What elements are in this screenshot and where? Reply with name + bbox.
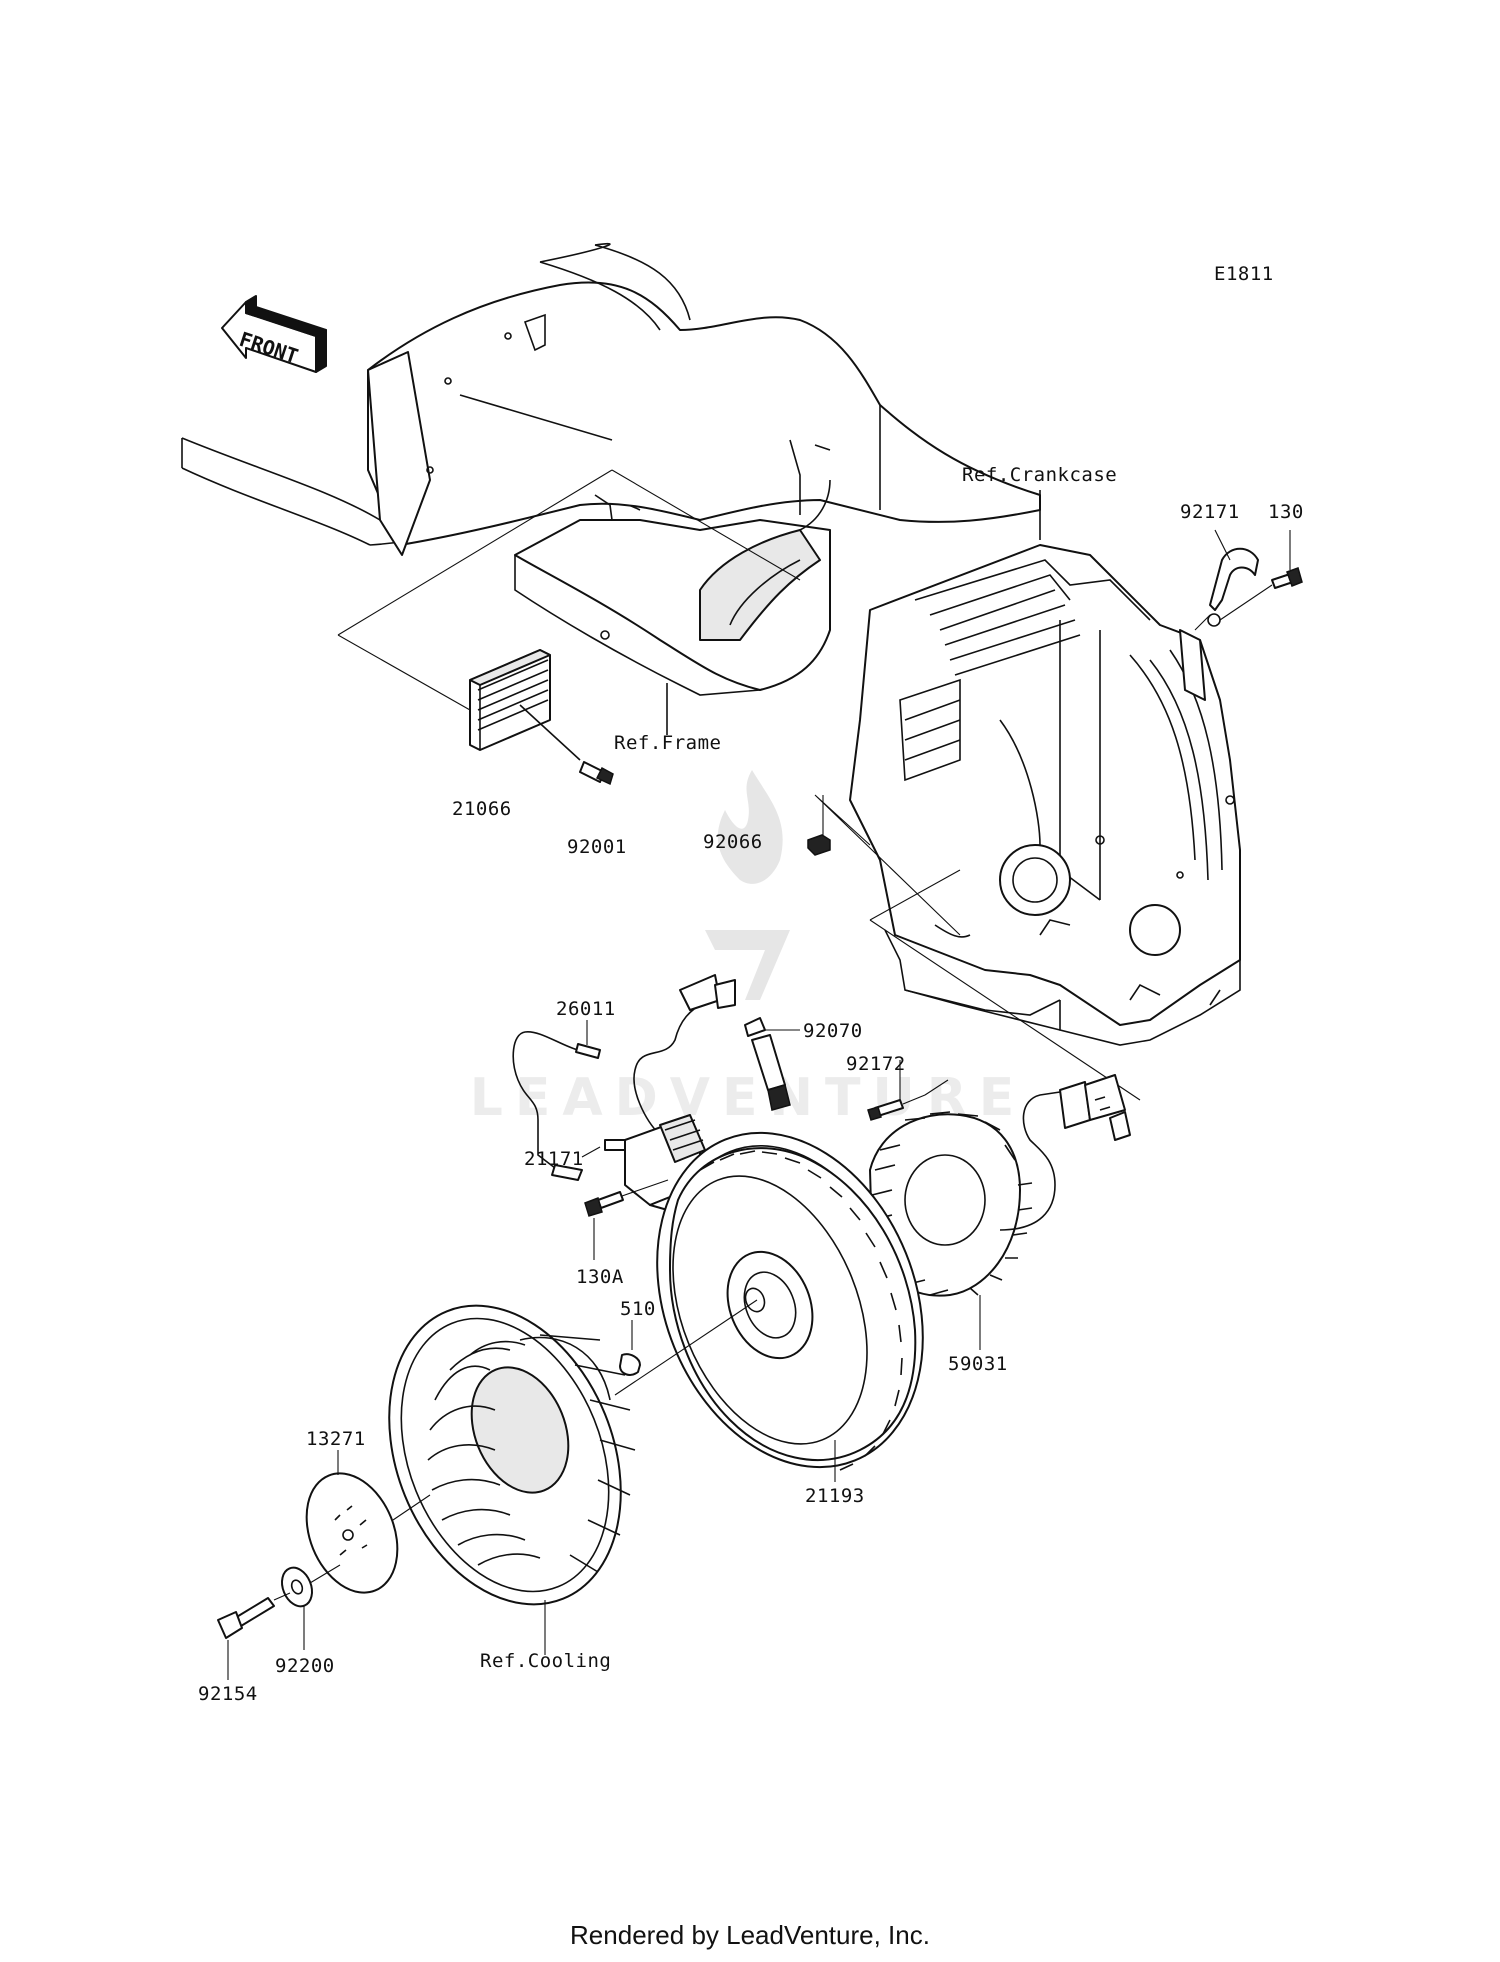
plug-92066 bbox=[807, 834, 831, 856]
label-ref-cooling: Ref.Cooling bbox=[480, 1650, 611, 1672]
leader-92200 bbox=[303, 1564, 341, 1650]
label-92066: 92066 bbox=[703, 831, 763, 853]
label-130A: 130A bbox=[576, 1266, 624, 1288]
clamp-92171 bbox=[1207, 547, 1259, 627]
leader-92172 bbox=[899, 1060, 949, 1105]
flywheel-21193 bbox=[656, 1131, 924, 1471]
leader-92171 bbox=[1214, 529, 1231, 561]
frame-part bbox=[181, 242, 1041, 696]
label-26011: 26011 bbox=[556, 998, 616, 1020]
sensor-26011 bbox=[512, 1031, 601, 1181]
footer-credit: Rendered by LeadVenture, Inc. bbox=[570, 1920, 930, 1950]
label-92070: 92070 bbox=[803, 1020, 863, 1042]
washer-92200 bbox=[281, 1566, 313, 1608]
leader-flywheel-shaft bbox=[614, 1299, 758, 1396]
label-510: 510 bbox=[620, 1298, 656, 1320]
leader-92154 bbox=[227, 1592, 291, 1680]
label-92154: 92154 bbox=[198, 1683, 258, 1705]
label-92200: 92200 bbox=[275, 1655, 335, 1677]
cooling-fan bbox=[388, 1304, 636, 1606]
label-59031: 59031 bbox=[948, 1353, 1008, 1375]
leader-frame-regulator bbox=[337, 469, 801, 711]
leader-13271 bbox=[337, 1450, 431, 1521]
bolt-92154 bbox=[217, 1597, 275, 1639]
label-21193: 21193 bbox=[805, 1485, 865, 1507]
label-21171: 21171 bbox=[524, 1148, 584, 1170]
label-ref-crankcase: Ref.Crankcase bbox=[962, 464, 1117, 486]
label-ref-frame: Ref.Frame bbox=[614, 732, 721, 754]
plate-13271 bbox=[305, 1472, 399, 1594]
leader-130A bbox=[593, 1179, 669, 1260]
label-130: 130 bbox=[1268, 501, 1304, 523]
label-92001: 92001 bbox=[567, 836, 627, 858]
label-92172: 92172 bbox=[846, 1053, 906, 1075]
label-13271: 13271 bbox=[306, 1428, 366, 1450]
label-21066: 21066 bbox=[452, 798, 512, 820]
leader-21171 bbox=[581, 1146, 601, 1158]
bolt-130 bbox=[1271, 567, 1303, 589]
regulator-21066 bbox=[469, 649, 581, 761]
spark-plug-92070 bbox=[744, 1017, 791, 1111]
bolt-130A bbox=[584, 1191, 624, 1217]
screw-92172 bbox=[867, 1099, 904, 1121]
leader-clamp-to-crankcase bbox=[1194, 584, 1273, 631]
front-arrow-icon: FRONT bbox=[221, 295, 327, 373]
leader-crankcase-box bbox=[814, 794, 1141, 1101]
bolt-92001 bbox=[579, 761, 614, 786]
key-510 bbox=[619, 1353, 641, 1376]
label-92171: 92171 bbox=[1180, 501, 1240, 523]
diagram-code: E1811 bbox=[1214, 263, 1274, 285]
crankcase-part bbox=[849, 544, 1241, 1046]
